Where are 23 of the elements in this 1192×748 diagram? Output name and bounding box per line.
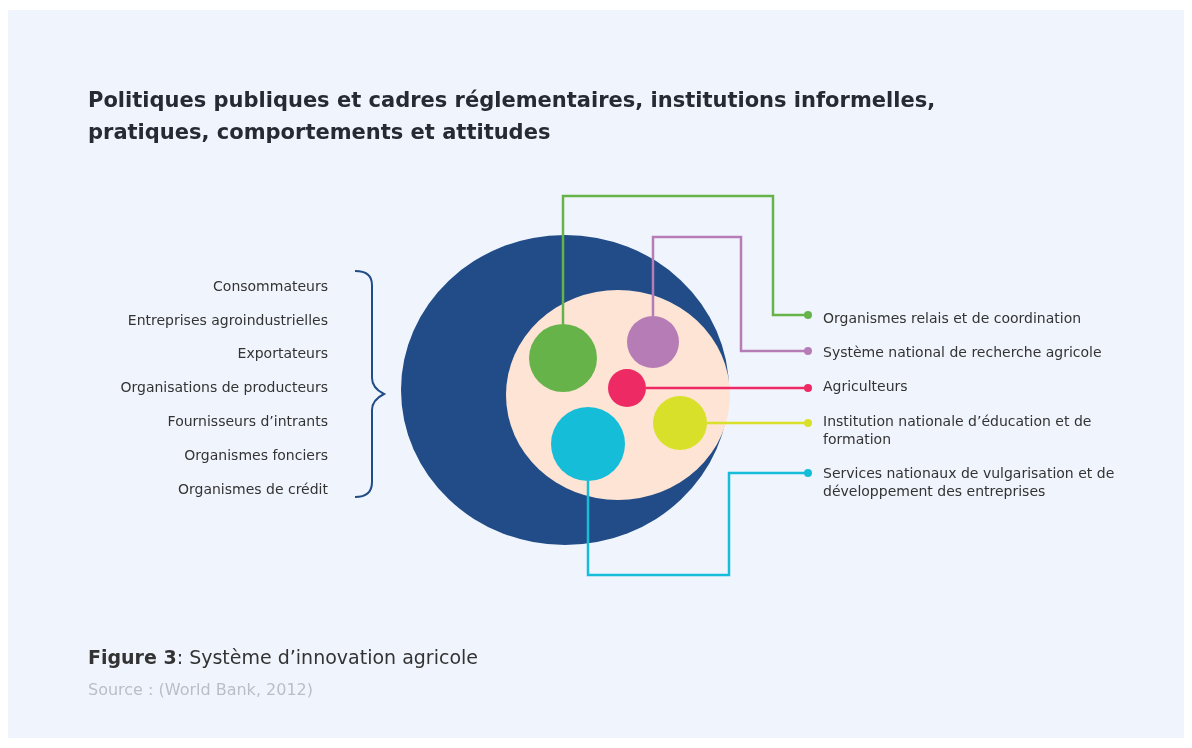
legend-text: Agriculteurs <box>808 377 1143 395</box>
actor-label: Fournisseurs d’intrants <box>167 413 328 429</box>
connector-line <box>651 235 812 355</box>
colored-circle <box>551 407 625 481</box>
colored-circle <box>627 316 679 368</box>
legend-text: Institution nationale d’éducation et de formation <box>808 412 1143 448</box>
actor-label: Exportateurs <box>237 345 328 361</box>
actor-label: Organismes de crédit <box>177 481 328 497</box>
connector-line <box>707 419 812 427</box>
connector-line <box>646 384 812 392</box>
connector-line <box>586 469 812 577</box>
legend-text: Services nationaux de vulgarisation et de développement des entreprises <box>808 464 1143 500</box>
actor-label: Entreprises agroindustrielles <box>127 312 328 328</box>
legend-text: Organismes relais et de coordination <box>808 309 1143 327</box>
actor-label: Organisations de producteurs <box>120 379 328 395</box>
title: Politiques publiques et cadres réglementaires, institutions informelles, pratiques, comportements et attitudes <box>88 87 937 146</box>
legend-text: Système national de recherche agricole <box>808 343 1143 361</box>
figure-caption: Figure 3: Système d’innovation agricole <box>88 646 478 668</box>
colored-circle <box>653 396 707 450</box>
actor-label: Consommateurs <box>213 278 328 294</box>
connector-line <box>561 194 812 324</box>
actor-label: Organismes fonciers <box>184 447 328 463</box>
colored-circle <box>608 369 646 407</box>
